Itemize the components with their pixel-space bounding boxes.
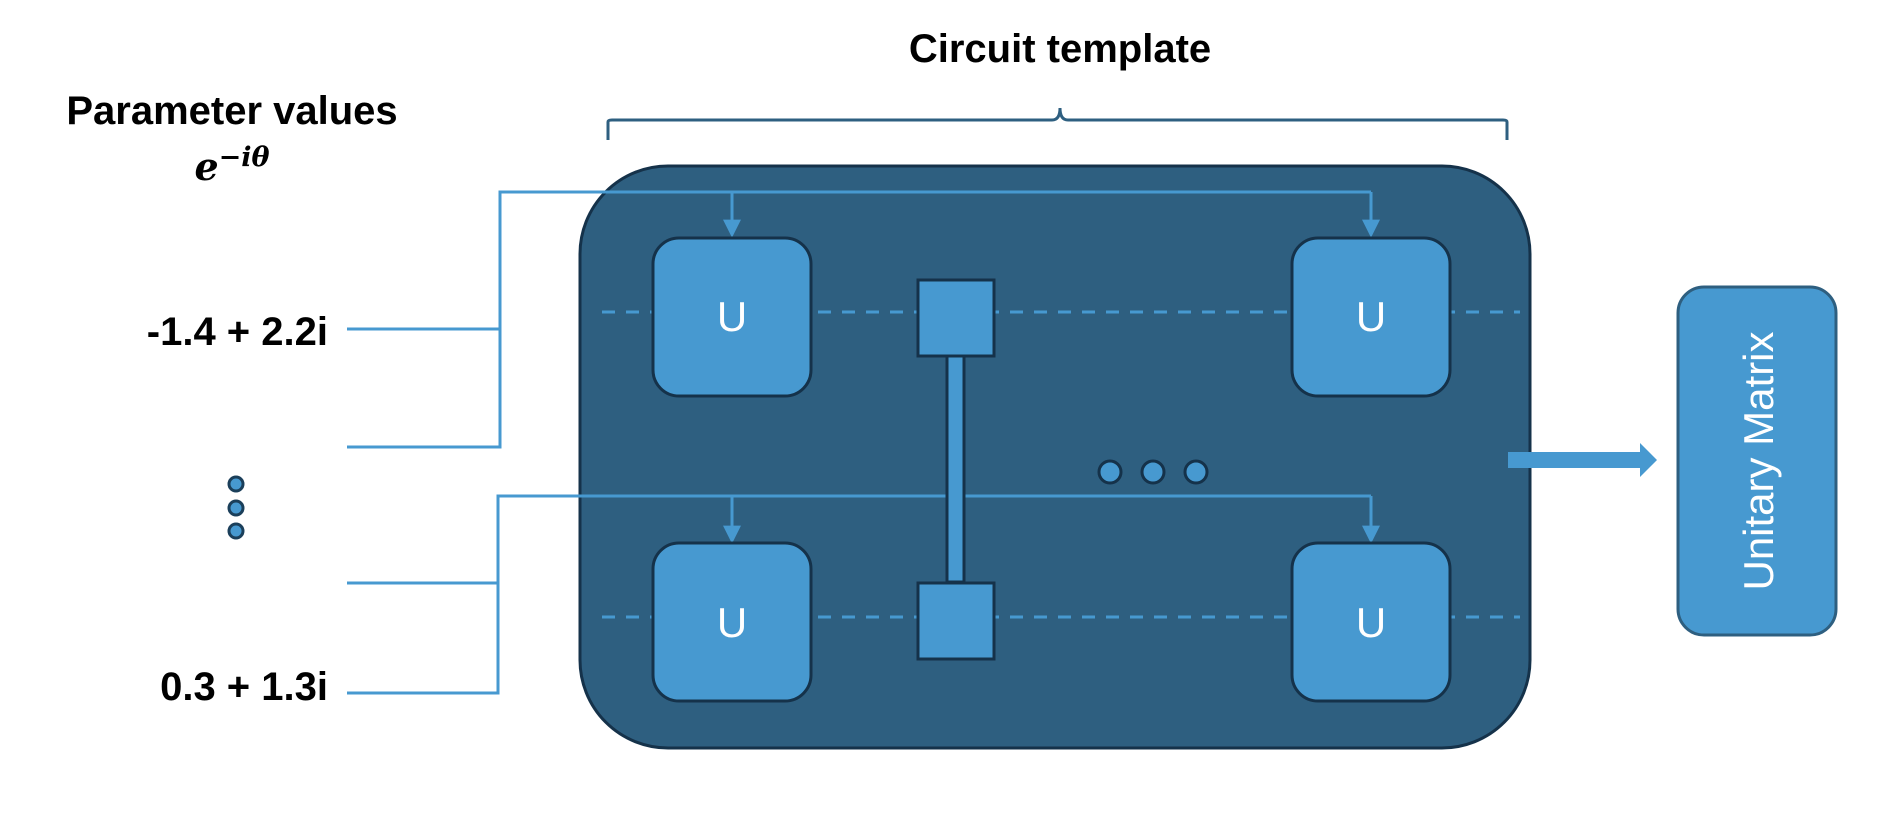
parameter-value-first: -1.4 + 2.2i bbox=[147, 310, 328, 354]
template-brace bbox=[606, 107, 1509, 140]
gate-label: U bbox=[1356, 599, 1386, 646]
parameter-value-last: 0.3 + 1.3i bbox=[160, 665, 328, 709]
horizontal-ellipsis-icon bbox=[1097, 459, 1209, 485]
gate-label: U bbox=[717, 293, 747, 340]
parameter-lines-bottom bbox=[347, 494, 1380, 695]
parameter-values-heading: Parameter values bbox=[66, 89, 397, 133]
gate-u-bottom-right: U bbox=[1290, 541, 1452, 703]
gate-u-bottom-left: U bbox=[651, 541, 813, 703]
circuit-template-title: Circuit template bbox=[909, 27, 1211, 71]
gate-label: U bbox=[717, 599, 747, 646]
parameter-formula: e−iθ bbox=[194, 142, 269, 189]
vertical-ellipsis-icon bbox=[227, 475, 245, 540]
unitary-matrix-box: Unitary Matrix bbox=[1676, 285, 1838, 637]
gate-u-top-right: U bbox=[1290, 236, 1452, 398]
two-qubit-gate bbox=[916, 278, 996, 661]
gate-u-top-left: U bbox=[651, 236, 813, 398]
unitary-matrix-label: Unitary Matrix bbox=[1735, 331, 1782, 590]
parameter-lines-top bbox=[347, 190, 1380, 449]
gate-label: U bbox=[1356, 293, 1386, 340]
right-arrow-icon bbox=[1508, 443, 1657, 477]
